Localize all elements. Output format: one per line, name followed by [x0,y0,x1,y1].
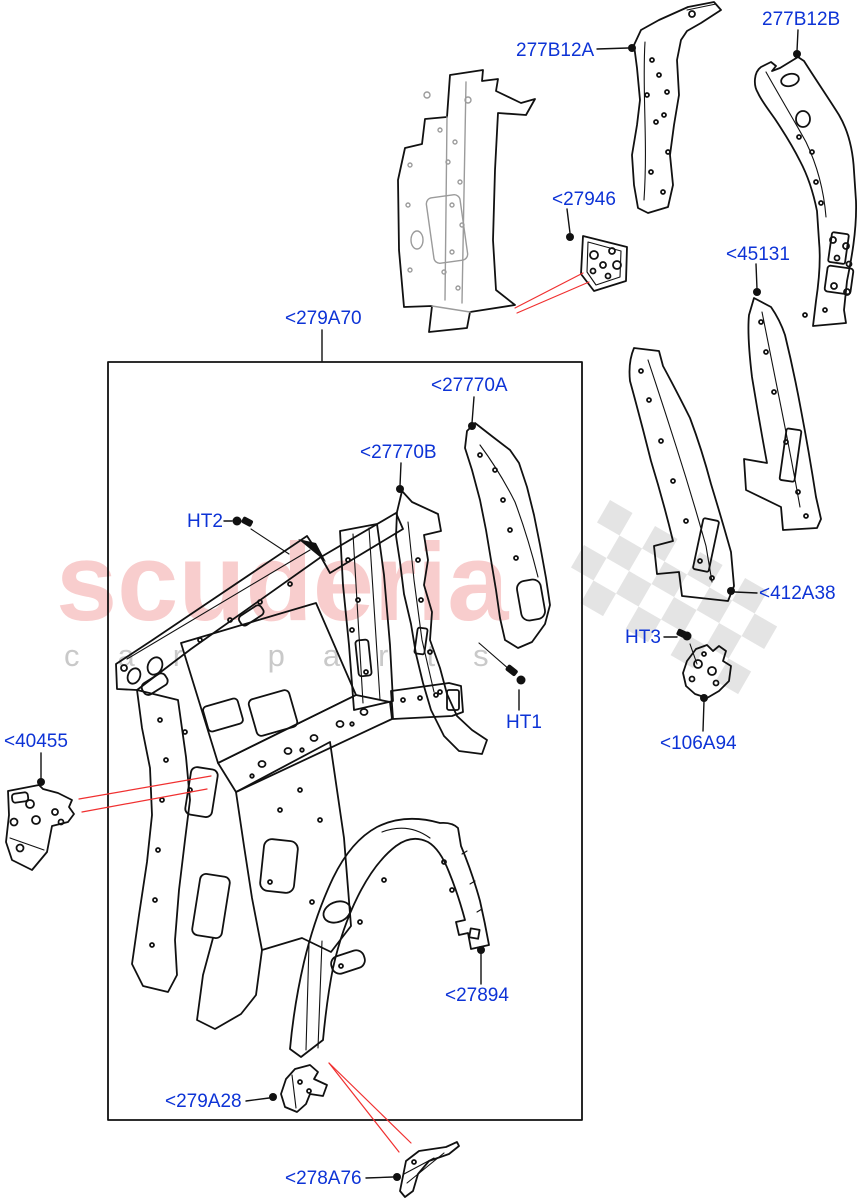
ghost-pillar-drawing [397,69,536,333]
part-label-278A76[interactable]: <278A76 [285,1168,362,1189]
part-279A28-drawing [280,1064,328,1113]
part-27770B-drawing [395,490,488,755]
part-279A70-main-panel-drawing [115,512,464,1030]
ht3-bolt-icon [676,628,698,665]
part-40455-drawing [5,784,75,871]
ht1-bolt-icon [478,642,526,685]
part-label-27894[interactable]: <27894 [445,985,509,1006]
checkered-flag-watermark [571,500,778,695]
watermark-tagline: car parts [64,638,527,673]
part-277B12A-drawing [631,1,722,214]
part-label-412A38[interactable]: <412A38 [759,583,836,604]
part-27946-drawing [580,235,628,292]
red-callout-lines [78,272,590,1153]
part-label-HT1[interactable]: HT1 [506,712,542,733]
part-label-HT3[interactable]: HT3 [625,627,661,648]
part-label-27770B[interactable]: <27770B [360,442,437,463]
part-label-279A70[interactable]: <279A70 [285,308,362,329]
part-label-27946[interactable]: <27946 [552,189,616,210]
part-label-40455[interactable]: <40455 [4,731,68,752]
part-label-277B12B[interactable]: 277B12B [762,9,841,30]
watermark-brand: scuderia [56,521,509,644]
part-label-106A94[interactable]: <106A94 [660,733,737,754]
part-27770A-drawing [464,422,551,649]
ht2-bolt-icon [232,516,290,555]
part-412A38-drawing [628,347,735,602]
leader-lines [37,29,801,1181]
part-278A76-drawing [399,1141,460,1198]
part-27894-drawing [289,817,490,1058]
part-label-279A28[interactable]: <279A28 [165,1091,242,1112]
part-label-27770A[interactable]: <27770A [431,375,508,396]
corner-dart [298,539,326,562]
part-277B12B-drawing [754,56,857,327]
part-45131-drawing [743,297,822,531]
part-label-277B12A[interactable]: 277B12A [516,40,595,61]
part-106A94-drawing [682,644,732,699]
assembly-boundary-box [107,361,583,1121]
part-label-45131[interactable]: <45131 [726,244,790,265]
part-label-HT2[interactable]: HT2 [187,511,223,532]
